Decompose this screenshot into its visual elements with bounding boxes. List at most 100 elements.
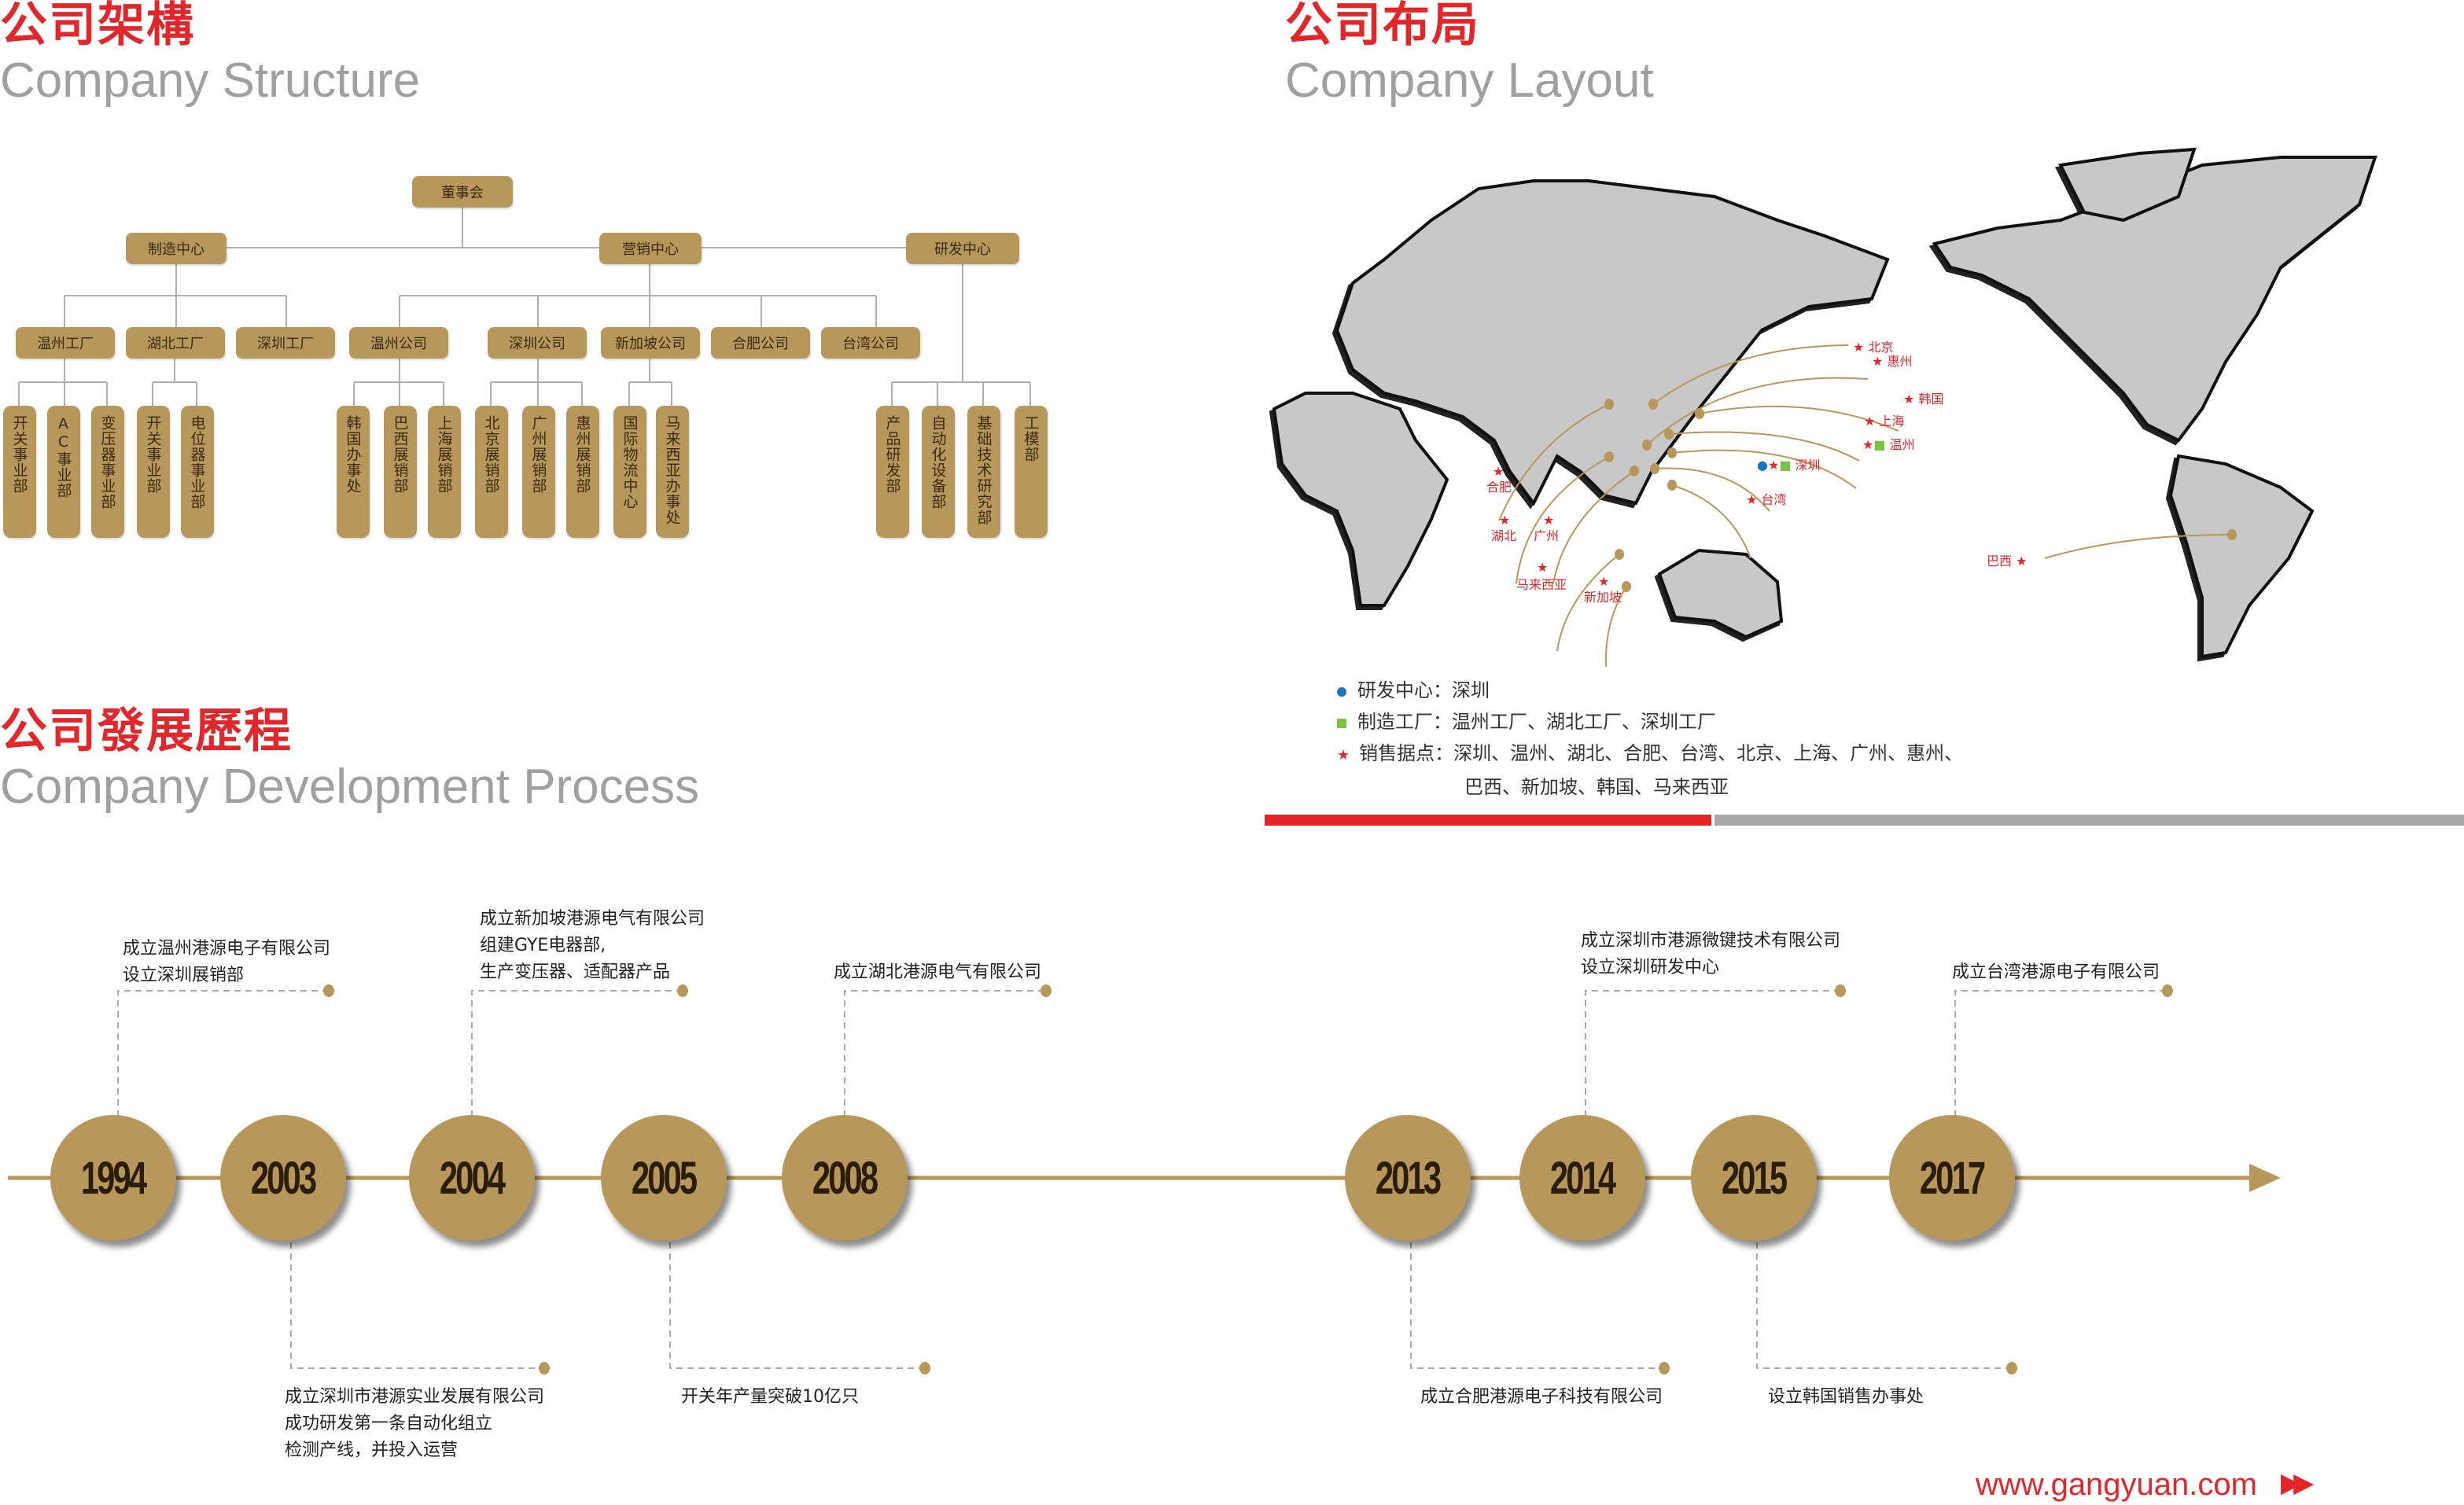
map-label-深圳: ●★■ 深圳	[1757, 454, 1821, 473]
blue-dot-icon	[1337, 687, 1346, 697]
org-box-dept: 广州展销部	[522, 406, 555, 538]
year-marker-2013[interactable]: 2013	[1345, 1115, 1471, 1241]
event-1994: 成立温州港源电子有限公司设立深圳展销部	[123, 936, 330, 989]
forward-arrows-icon: ▶▶	[2281, 1467, 2314, 1499]
map-label-北京: ★ 北京	[1853, 337, 1893, 355]
event-2014: 成立深圳市港源微键技术有限公司设立深圳研发中心	[1581, 928, 1840, 981]
year-marker-2008[interactable]: 2008	[782, 1115, 908, 1241]
event-2003: 成立深圳市港源实业发展有限公司成功研发第一条自动化组立检测产线，并投入运营	[285, 1384, 544, 1464]
org-box-unit: 合肥公司	[711, 327, 810, 359]
marker-icons: ★	[1853, 340, 1869, 355]
org-box-dept: 基础技术研究部	[967, 406, 1000, 538]
event-line: 成立合肥港源电子科技有限公司	[1420, 1387, 1663, 1407]
map-label-湖北: 湖北	[1491, 525, 1516, 544]
event-line: 成功研发第一条自动化组立	[285, 1414, 493, 1433]
red-star-icon: ★	[1543, 513, 1555, 528]
map-label-新加坡: 新加坡	[1584, 587, 1622, 605]
event-2004: 成立新加坡港源电气有限公司组建GYE电器部, 生产变压器、适配器产品	[480, 906, 705, 986]
year-label: 2004	[440, 1152, 506, 1204]
australia-shape	[1657, 548, 1784, 639]
year-label: 2005	[632, 1152, 698, 1204]
red-star-icon: ★	[1337, 747, 1350, 764]
year-marker-2014[interactable]: 2014	[1519, 1115, 1645, 1241]
event-line: 组建GYE电器部,	[480, 936, 606, 955]
event-line: 生产变压器、适配器产品	[480, 962, 671, 982]
year-marker-2003[interactable]: 2003	[220, 1115, 346, 1241]
year-label: 2017	[1920, 1152, 1986, 1204]
org-box-dept: 上海展销部	[428, 406, 461, 538]
divider-red	[1265, 815, 1711, 826]
map-label-广州: 广州	[1534, 525, 1559, 544]
event-2013: 成立合肥港源电子科技有限公司	[1420, 1384, 1663, 1411]
org-box-unit: 湖北工厂	[126, 327, 225, 359]
event-line: 设立深圳展销部	[123, 966, 245, 985]
south-america-shape	[2168, 454, 2315, 659]
map-label-上海: ★ 上海	[1864, 410, 1904, 429]
map-label-text: 北京	[1868, 340, 1894, 355]
map-label-text: 惠州	[1887, 354, 1913, 369]
map-label-马来西亚: 马来西亚	[1516, 574, 1567, 593]
legend-item-sales-cont: 巴西、新加坡、韩国、马来西亚	[1464, 776, 1729, 798]
map-label-text: 台湾	[1761, 492, 1787, 507]
legend: 研发中心：深圳 制造工厂：温州工厂、湖北工厂、深圳工厂 ★销售据点：深圳、温州、…	[1337, 675, 1963, 803]
map-label-text: 上海	[1879, 414, 1905, 429]
org-box-dept: 变压器事业部	[91, 406, 124, 538]
marker-icons: ★■	[1862, 437, 1886, 452]
org-box-dept: 韩国办事处	[337, 406, 370, 538]
green-square-icon	[1337, 719, 1346, 728]
marker-icons: ●★■	[1757, 458, 1792, 473]
year-label: 2014	[1550, 1152, 1616, 1204]
org-box-dept: 国际物流中心	[613, 406, 646, 538]
layout-title-en: Company Layout	[1285, 53, 1654, 108]
org-box-dept: 产品研发部	[876, 406, 909, 538]
year-marker-2017[interactable]: 2017	[1889, 1115, 2015, 1241]
map-label-text: 韩国	[1918, 392, 1944, 407]
legend-item-factory: 制造工厂：温州工厂、湖北工厂、深圳工厂	[1337, 706, 1963, 738]
year-label: 2008	[812, 1152, 878, 1204]
event-line: 设立深圳研发中心	[1581, 958, 1720, 977]
event-2008: 成立湖北港源电气有限公司	[834, 959, 1041, 986]
layout-title-cn: 公司布局	[1285, 0, 1480, 53]
greenland-shape	[2057, 147, 2197, 223]
marker-icons: ★	[1864, 414, 1880, 429]
map-label-巴西: 巴西 ★	[1987, 554, 2028, 569]
red-star-icon: ★	[1598, 574, 1610, 589]
timeline-arrow	[2249, 1164, 2281, 1192]
org-box-dept: 巴西展销部	[384, 406, 417, 538]
red-star-icon: ★	[1499, 513, 1511, 528]
event-line: 设立韩国销售办事处	[1768, 1387, 1924, 1407]
org-box-dept: 电位器事业部	[181, 406, 214, 538]
org-box-center: 研发中心	[906, 233, 1019, 264]
map-label-text: 温州	[1889, 437, 1915, 452]
event-line: 开关年产量突破10亿只	[681, 1387, 859, 1407]
map-label-韩国: ★ 韩国	[1903, 388, 1943, 407]
map-label-温州: ★■ 温州	[1862, 434, 1915, 453]
map-label-合肥: 合肥	[1486, 477, 1512, 495]
map-label-text: 合肥	[1486, 480, 1512, 495]
world-map	[1272, 147, 2377, 668]
org-box-unit: 温州公司	[349, 327, 448, 359]
map-label-台湾: ★ 台湾	[1746, 489, 1786, 508]
year-marker-2005[interactable]: 2005	[601, 1115, 727, 1241]
event-line: 成立台湾港源电子有限公司	[1952, 962, 2160, 982]
org-box-unit: 温州工厂	[16, 327, 115, 359]
event-line: 成立新加坡港源电气有限公司	[480, 909, 705, 929]
legend-item-sales: ★销售据点：深圳、温州、湖北、合肥、台湾、北京、上海、广州、惠州、	[1337, 742, 1964, 764]
legend-item-rd: 研发中心：深圳	[1337, 675, 1963, 706]
year-marker-1994[interactable]: 1994	[50, 1115, 176, 1241]
event-2005: 开关年产量突破10亿只	[681, 1384, 859, 1411]
map-label-text: 深圳	[1795, 458, 1821, 473]
org-box-unit: 新加坡公司	[601, 327, 700, 359]
year-marker-2004[interactable]: 2004	[409, 1115, 535, 1241]
org-box-board: 董事会	[412, 176, 513, 208]
year-marker-2015[interactable]: 2015	[1691, 1115, 1817, 1241]
org-box-dept: 北京展销部	[475, 406, 508, 538]
website-link[interactable]: www.gangyuan.com	[1976, 1467, 2257, 1502]
map-label-text: 广州	[1534, 528, 1560, 543]
event-2017: 成立台湾港源电子有限公司	[1952, 959, 2160, 986]
org-box-dept: 工模部	[1015, 406, 1048, 538]
red-star-icon: ★	[1493, 464, 1505, 479]
red-star-icon: ★	[1537, 560, 1549, 575]
org-box-center: 制造中心	[126, 233, 227, 264]
